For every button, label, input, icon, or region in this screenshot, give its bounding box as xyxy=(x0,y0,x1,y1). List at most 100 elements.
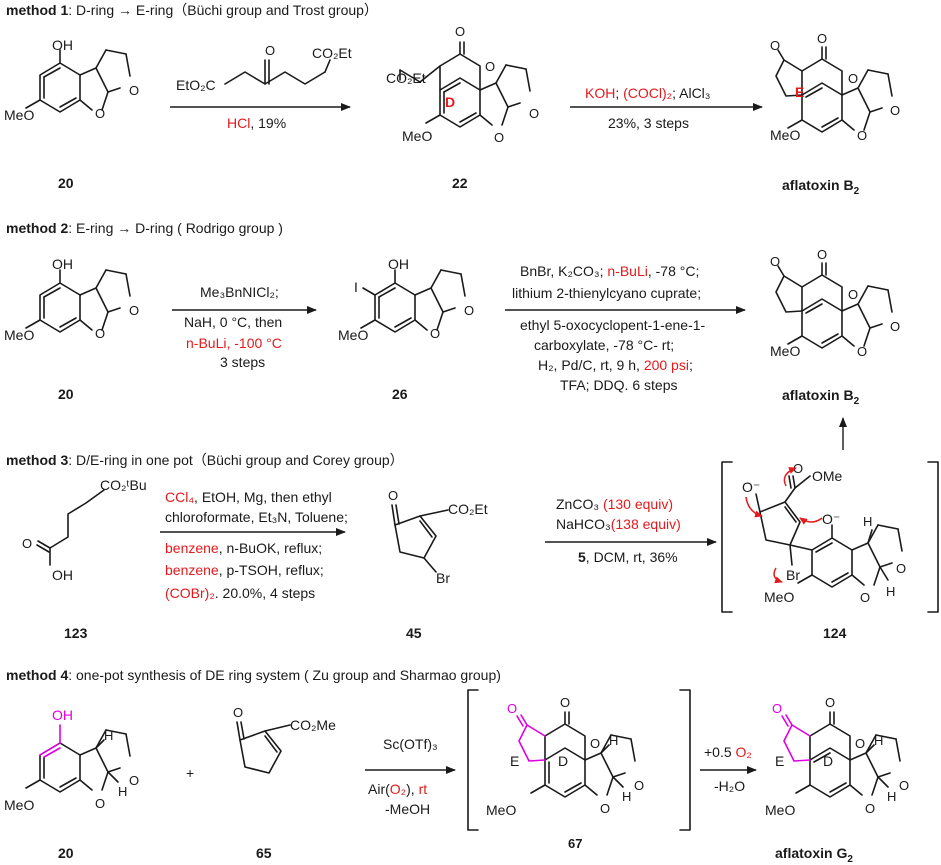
atom-label: O xyxy=(848,71,858,86)
atom-label: OMe xyxy=(812,468,843,484)
atom-label: CO₂Et xyxy=(386,70,426,86)
atom-label: O xyxy=(430,326,440,341)
electron-push-arrow xyxy=(773,567,783,584)
atom-label: H xyxy=(104,728,113,743)
plus-sign: + xyxy=(186,765,194,781)
reagent-text: CCl₄, EtOH, Mg, then ethyl xyxy=(165,489,332,505)
atom-label: OH xyxy=(52,567,73,583)
compound-20-structure xyxy=(25,49,131,113)
atom-label: O xyxy=(129,303,139,318)
atom-label: O xyxy=(129,773,139,788)
reagent-text: NaHCO₃(138 equiv) xyxy=(556,516,681,532)
atom-label: CO₂ᵗBu xyxy=(100,477,147,493)
atom-label: MeO xyxy=(486,802,516,818)
intermediate-124-brackets xyxy=(721,461,939,613)
atom-label: OH xyxy=(52,37,73,53)
atom-label: OH xyxy=(52,707,73,723)
reagent-text: 3 steps xyxy=(220,354,265,370)
atom-label: O xyxy=(890,319,900,334)
atom-label: I xyxy=(354,279,358,295)
atom-label: O xyxy=(825,695,835,710)
atom-label: O xyxy=(95,106,105,121)
reagent-text: NaH, 0 °C, then xyxy=(184,314,282,330)
atom-label: O xyxy=(485,59,495,74)
atom-label: H xyxy=(609,733,618,748)
atom-label: O xyxy=(265,43,275,58)
atom-label: O xyxy=(855,736,865,751)
atom-label: O xyxy=(507,701,517,716)
reagent-text: Air(O₂), rt xyxy=(368,781,427,797)
reagent-text: -H₂O xyxy=(714,778,745,794)
compound-label: 65 xyxy=(256,845,272,861)
atom-label: O xyxy=(129,83,139,98)
compound-123-structure xyxy=(36,489,105,566)
reagent-text: +0.5 O₂ xyxy=(704,744,752,760)
atom-label: H xyxy=(886,584,895,599)
atom-label: O xyxy=(770,254,780,269)
method-2-heading: method 2: E-ring → D-ring ( Rodrigo grou… xyxy=(6,220,283,236)
atom-label: MeO xyxy=(765,802,795,818)
atom-label: MeO xyxy=(770,343,800,359)
atom-label: O xyxy=(817,247,827,262)
ring-e-label: E xyxy=(510,753,519,769)
compound-label: aflatoxin B2 xyxy=(782,177,860,197)
compound-20-structure xyxy=(25,724,131,793)
intermediate-67-brackets xyxy=(467,689,691,831)
atom-label: O xyxy=(817,31,827,46)
ring-e-label: E xyxy=(795,84,804,100)
ring-e-label: E xyxy=(775,753,784,769)
reagent-text: benzene, n-BuOK, reflux; xyxy=(165,540,322,556)
atom-label: O xyxy=(95,796,105,811)
ring-d-label: D xyxy=(823,753,833,769)
atom-label: O xyxy=(233,705,243,720)
atom-label: O xyxy=(494,130,504,145)
atom-label: O xyxy=(857,128,867,143)
atom-label: O xyxy=(772,701,782,716)
reagent-text: ethyl 5-oxocyclopent-1-ene-1- xyxy=(520,317,706,333)
intermediate-124-structure xyxy=(755,475,903,588)
compound-22-structure xyxy=(399,41,531,128)
atom-label: H xyxy=(118,784,127,799)
atom-label: MeO xyxy=(764,589,794,605)
aflatoxin-b2-structure xyxy=(775,46,893,133)
reagent-text: ZnCO₃ (130 equiv) xyxy=(556,496,673,512)
intermediate-67-structure xyxy=(516,711,636,798)
atom-label: O xyxy=(857,344,867,359)
atom-label: MeO xyxy=(4,327,34,343)
atom-label: O xyxy=(899,778,909,793)
atom-label: CO₂Et xyxy=(312,45,352,61)
reagent-text: benzene, p-TSOH, reflux; xyxy=(165,562,324,578)
reagent-text: Me₃BnNICl₂; xyxy=(200,284,279,300)
compound-label: aflatoxin B2 xyxy=(782,387,860,407)
reagent-text: Sc(OTf)₃ xyxy=(383,736,438,752)
atom-label: O xyxy=(890,103,900,118)
atom-label: O xyxy=(860,590,870,605)
atom-label: O xyxy=(600,801,610,816)
method-4-heading: method 4: one-pot synthesis of DE ring s… xyxy=(6,667,501,683)
ring-d-label: D xyxy=(445,94,455,110)
compound-label: 26 xyxy=(392,386,408,402)
compound-label: aflatoxin G2 xyxy=(775,845,853,865)
atom-label: H xyxy=(874,733,883,748)
reagent-ketoester-structure xyxy=(224,59,331,85)
compound-label: 20 xyxy=(58,175,74,191)
atom-label: O xyxy=(770,38,780,53)
atom-label: MeO xyxy=(338,327,368,343)
reagent-text: TFA; DDQ. 6 steps xyxy=(560,377,677,393)
atom-label: MeO xyxy=(4,797,34,813)
reagent-text: chloroformate, Et₃N, Toluene; xyxy=(165,509,348,525)
aflatoxin-b2-structure xyxy=(775,262,893,349)
atom-label: O xyxy=(22,536,32,551)
atom-label: O xyxy=(95,326,105,341)
reagent-text: HCl, 19% xyxy=(227,115,286,131)
atom-label: O xyxy=(464,303,474,318)
reagent-text: -MeOH xyxy=(385,801,430,817)
atom-label: O xyxy=(529,106,539,121)
atom-label: MeO xyxy=(402,128,432,144)
reagent-text: KOH; (COCl)₂; AlCl₃ xyxy=(585,85,711,101)
compound-label: 22 xyxy=(452,175,468,191)
atom-label: H xyxy=(622,789,631,804)
electron-push-arrow xyxy=(783,467,797,487)
atom-label: O xyxy=(560,695,570,710)
